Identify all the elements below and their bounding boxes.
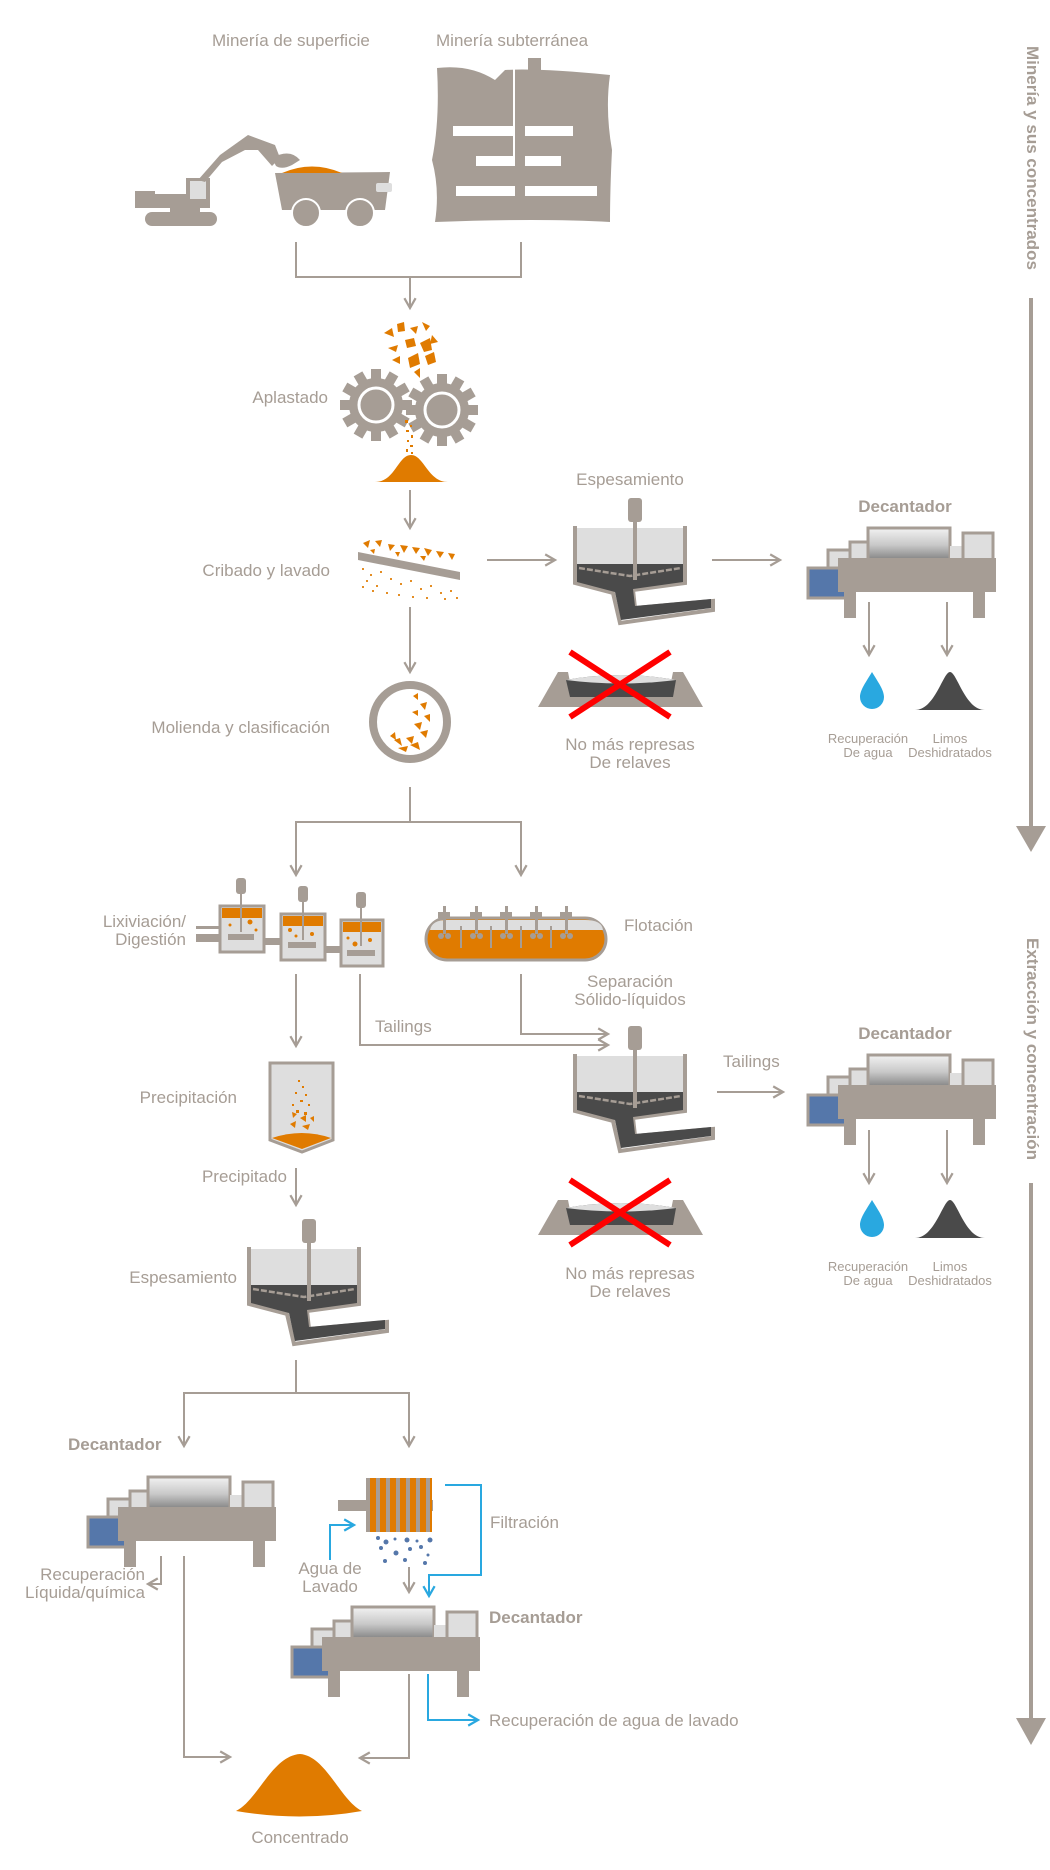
water-drop-icon-1 — [860, 672, 884, 709]
decanter2-output-right-line2: Deshidratados — [908, 1273, 992, 1288]
no-dams-line2-middle: De relaves — [589, 1282, 671, 1301]
decanter-icon-2 — [806, 1053, 998, 1147]
no-dams-line1-middle: No más represas — [565, 1264, 695, 1283]
concentrate-pile-icon — [236, 1754, 362, 1817]
thickener-icon-top — [573, 496, 715, 625]
precipitation-tank-icon — [268, 1061, 335, 1154]
flotation-cell-icon — [424, 906, 608, 962]
dewatered-slime-icon-2 — [915, 1200, 985, 1238]
label-precipitation: Precipitación — [139, 1088, 237, 1107]
decanter2-output-left-line2: De agua — [843, 1273, 893, 1288]
no-dams-line1-top: No más represas — [565, 735, 695, 754]
label-filtration: Filtración — [490, 1513, 559, 1532]
label-liquid-recovery-line2: Líquida/química — [24, 1583, 145, 1602]
label-wash-water-recovery: Recuperación de agua de lavado — [489, 1711, 739, 1730]
decanter1-output-left-line2: De agua — [843, 745, 893, 760]
stage-label-mining: Minería y sus concentrados — [1023, 46, 1042, 270]
label-thickening-top: Espesamiento — [576, 470, 684, 489]
decanter2-output-right-line1: Limos — [932, 1259, 968, 1274]
stage-label-extraction: Extracción y concentración — [1023, 938, 1042, 1161]
leaching-tanks-icon — [196, 878, 385, 968]
dewatered-slime-icon-1 — [915, 672, 985, 710]
stage-arrow-extraction — [1016, 1183, 1046, 1745]
decanter-title-3: Decantador — [68, 1435, 162, 1454]
label-flotation: Flotación — [624, 916, 693, 935]
label-concentrate: Concentrado — [251, 1828, 349, 1847]
label-crushing: Aplastado — [252, 388, 328, 407]
label-tailings-separation: Tailings — [723, 1052, 780, 1071]
crusher-gears-icon — [338, 322, 480, 482]
label-precipitate: Precipitado — [201, 1167, 287, 1186]
grinding-mill-icon — [369, 681, 451, 763]
thickener-icon-bottom — [247, 1217, 389, 1346]
decanter-icon-1 — [806, 526, 998, 620]
label-thickening-bottom: Espesamiento — [129, 1268, 237, 1287]
decanter1-output-left-line1: Recuperación — [827, 731, 909, 746]
label-wash-water-line2: Lavado — [302, 1577, 358, 1596]
tailings-dam-crossed-icon-top — [538, 652, 703, 717]
decanter-icon-4 — [290, 1605, 482, 1699]
underground-mine-icon — [432, 58, 612, 222]
label-grinding: Molienda y clasificación — [151, 718, 330, 737]
tailings-dam-crossed-icon-middle — [538, 1180, 703, 1245]
decanter-title-1: Decantador — [858, 497, 952, 516]
filter-press-icon — [338, 1478, 433, 1565]
decanter-title-2: Decantador — [858, 1024, 952, 1043]
label-leaching-line2: Digestión — [115, 930, 186, 949]
decanter1-output-right-line1: Limos — [932, 731, 968, 746]
excavator-truck-icon — [135, 135, 392, 228]
stage-arrow-mining — [1016, 298, 1046, 852]
label-surface-mining: Minería de superficie — [212, 31, 370, 50]
water-drop-icon-2 — [860, 1200, 884, 1237]
label-liquid-recovery-line1: Recuperación — [40, 1565, 145, 1584]
decanter-icon-3 — [86, 1475, 278, 1569]
label-separation-line2: Sólido-líquidos — [574, 990, 686, 1009]
decanter-title-4: Decantador — [489, 1608, 583, 1627]
label-screening: Cribado y lavado — [202, 561, 330, 580]
label-separation-line1: Separación — [586, 972, 673, 991]
label-leaching-line1: Lixiviación/ — [102, 912, 186, 931]
no-dams-line2-top: De relaves — [589, 753, 671, 772]
label-wash-water-line1: Agua de — [298, 1559, 362, 1578]
label-tailings-leaching: Tailings — [375, 1017, 432, 1036]
decanter1-output-right-line2: Deshidratados — [908, 745, 992, 760]
decanter2-output-left-line1: Recuperación — [827, 1259, 909, 1274]
screen-icon — [358, 540, 460, 600]
label-underground-mining: Minería subterránea — [436, 31, 589, 50]
